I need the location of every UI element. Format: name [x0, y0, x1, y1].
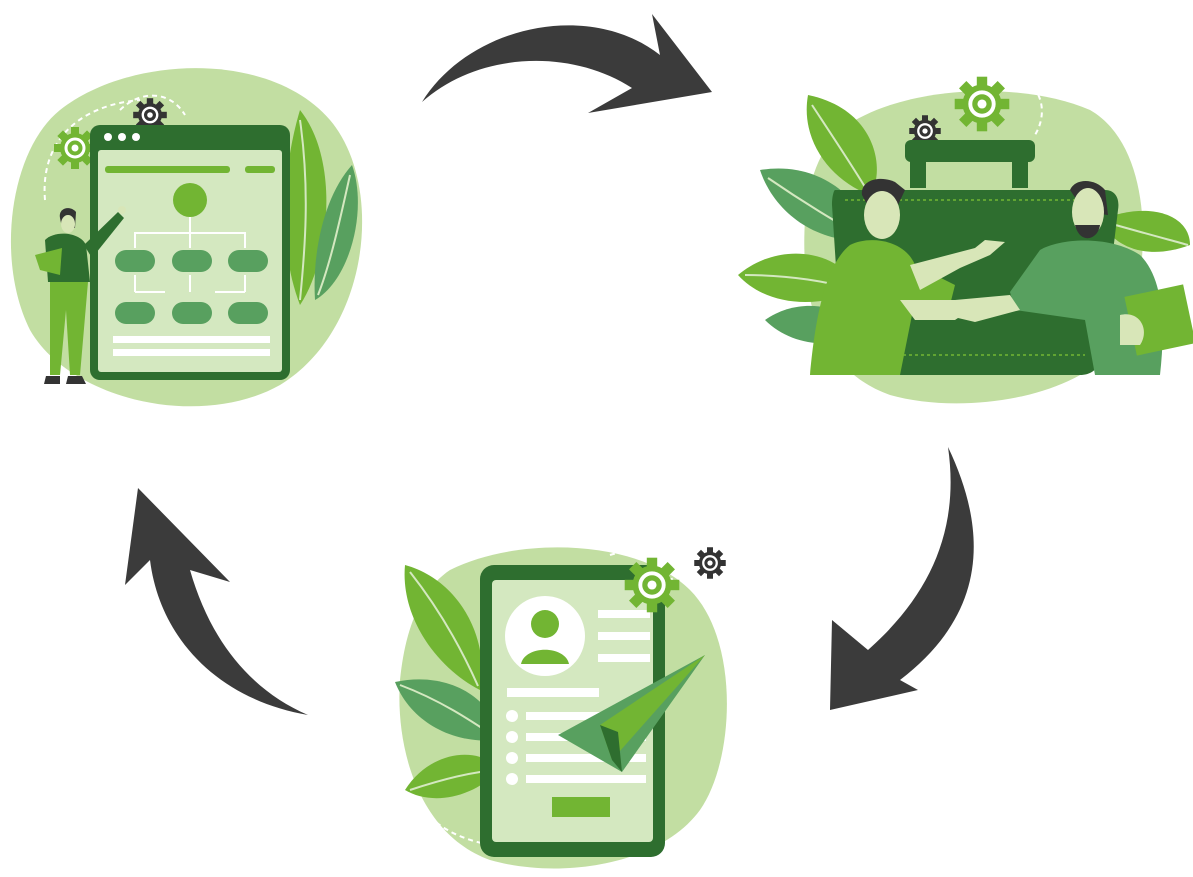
arrow-top	[422, 14, 712, 113]
person-right	[955, 181, 1193, 375]
org-chart-illustration	[10, 68, 363, 407]
gear-icon	[952, 74, 1012, 134]
handshake-illustration	[738, 74, 1193, 404]
gear-icon	[52, 125, 98, 171]
presenter-person	[35, 206, 126, 384]
submit-button-illustration	[552, 797, 610, 817]
gear-icon	[693, 546, 727, 580]
paper-plane-icon	[558, 655, 705, 772]
arrow-right	[830, 447, 974, 710]
person-left	[810, 178, 1005, 375]
gear-icon	[622, 555, 682, 615]
profile-send-illustration	[395, 546, 727, 869]
arrow-left	[125, 488, 308, 715]
avatar-icon	[531, 610, 559, 638]
